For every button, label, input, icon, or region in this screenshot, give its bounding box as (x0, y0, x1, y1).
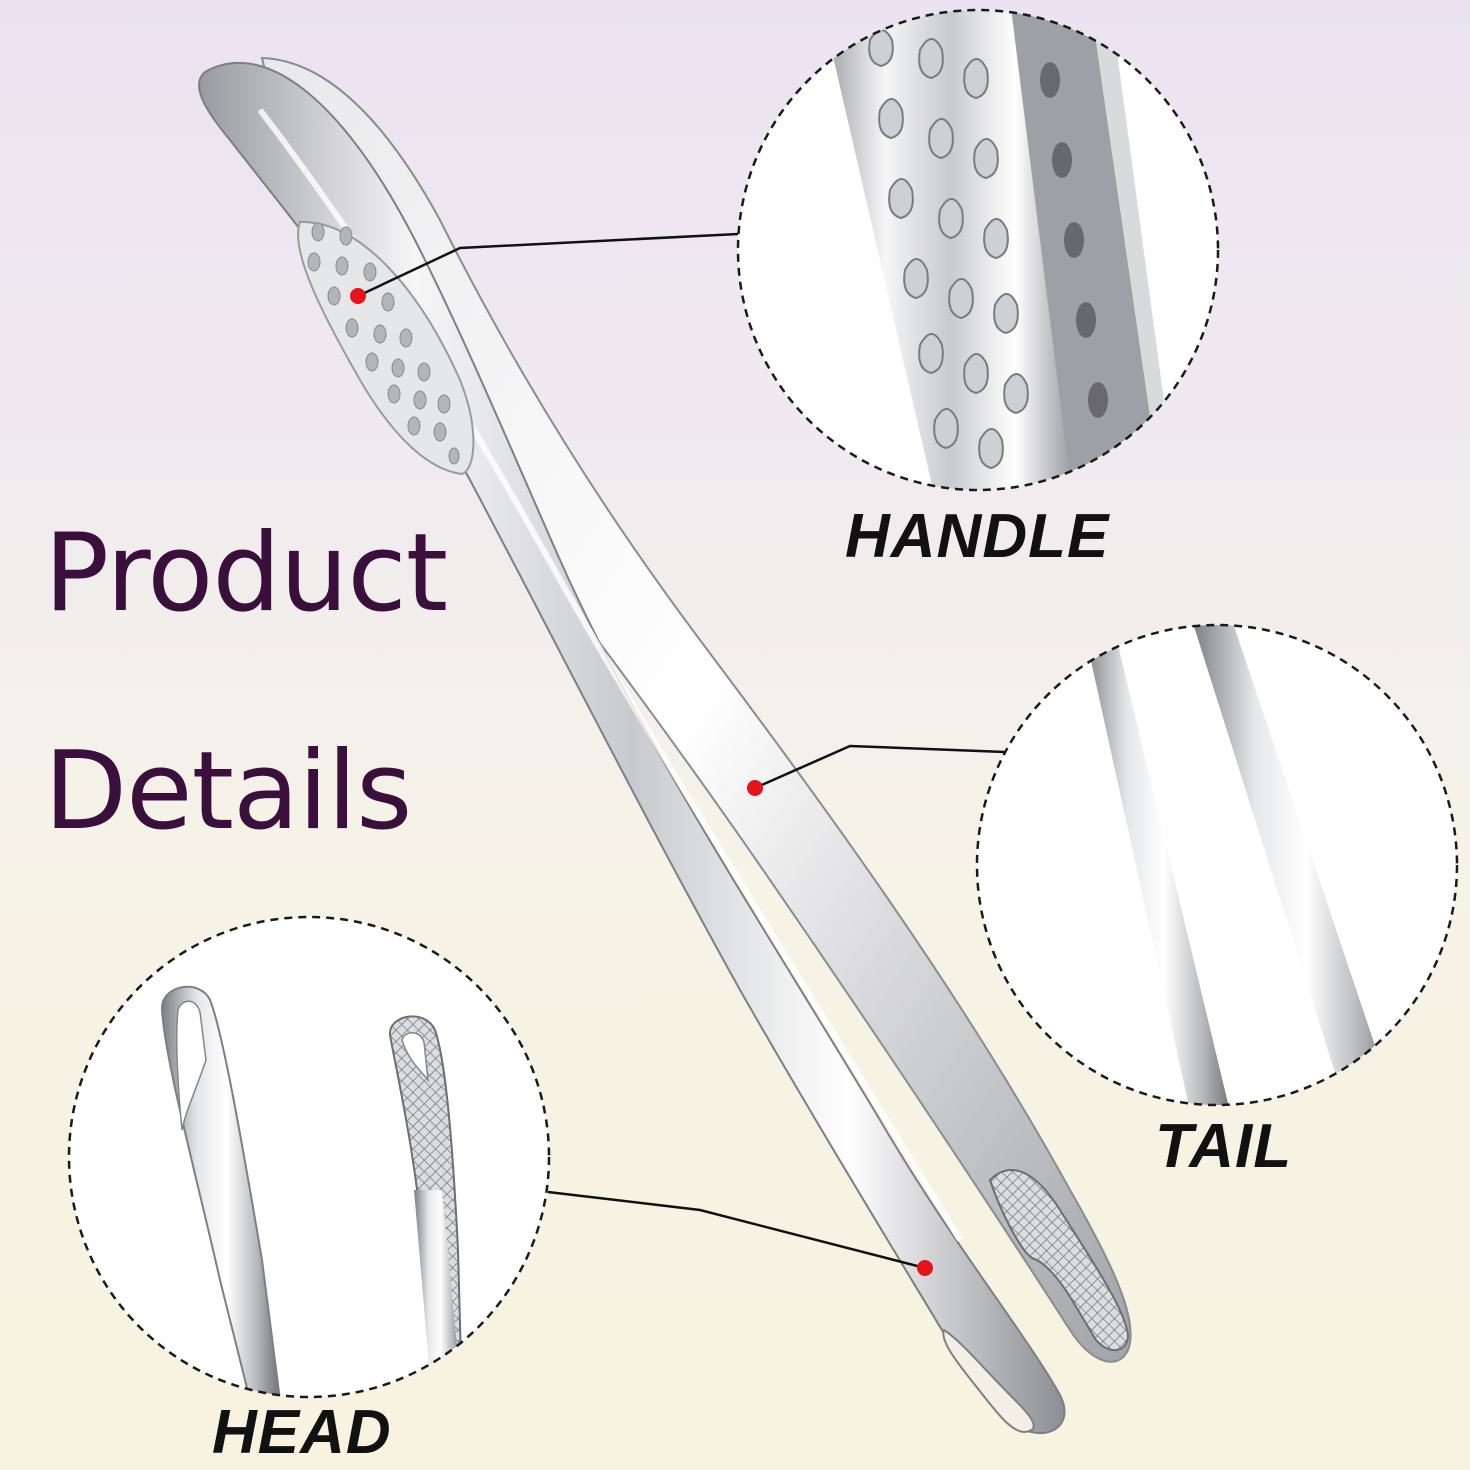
tail-knurled-tip (988, 1169, 1130, 1351)
callout-label-head: HEAD (212, 1398, 392, 1467)
callout-label-handle: HANDLE (845, 502, 1110, 571)
marker-dot-head (917, 1260, 933, 1276)
leader-line-tail (754, 744, 1006, 790)
marker-dot-handle (350, 288, 366, 304)
leader-line-handle (357, 232, 739, 298)
zoom-circle-tail (975, 623, 1459, 1107)
callout-label-tail: TAIL (1155, 1112, 1293, 1181)
title-line-1: Product (44, 511, 448, 636)
zoom-circle-head (67, 915, 551, 1399)
leader-line-head (547, 1190, 926, 1270)
markers (350, 288, 933, 1276)
head-slot (942, 1328, 1035, 1434)
handle-perforated-pad (297, 220, 475, 476)
marker-dot-tail (747, 780, 763, 796)
zoom-circle-handle (736, 8, 1220, 492)
leader-lines (357, 232, 1006, 1270)
tongs-main (198, 56, 1132, 1435)
title-line-2: Details (44, 729, 412, 854)
